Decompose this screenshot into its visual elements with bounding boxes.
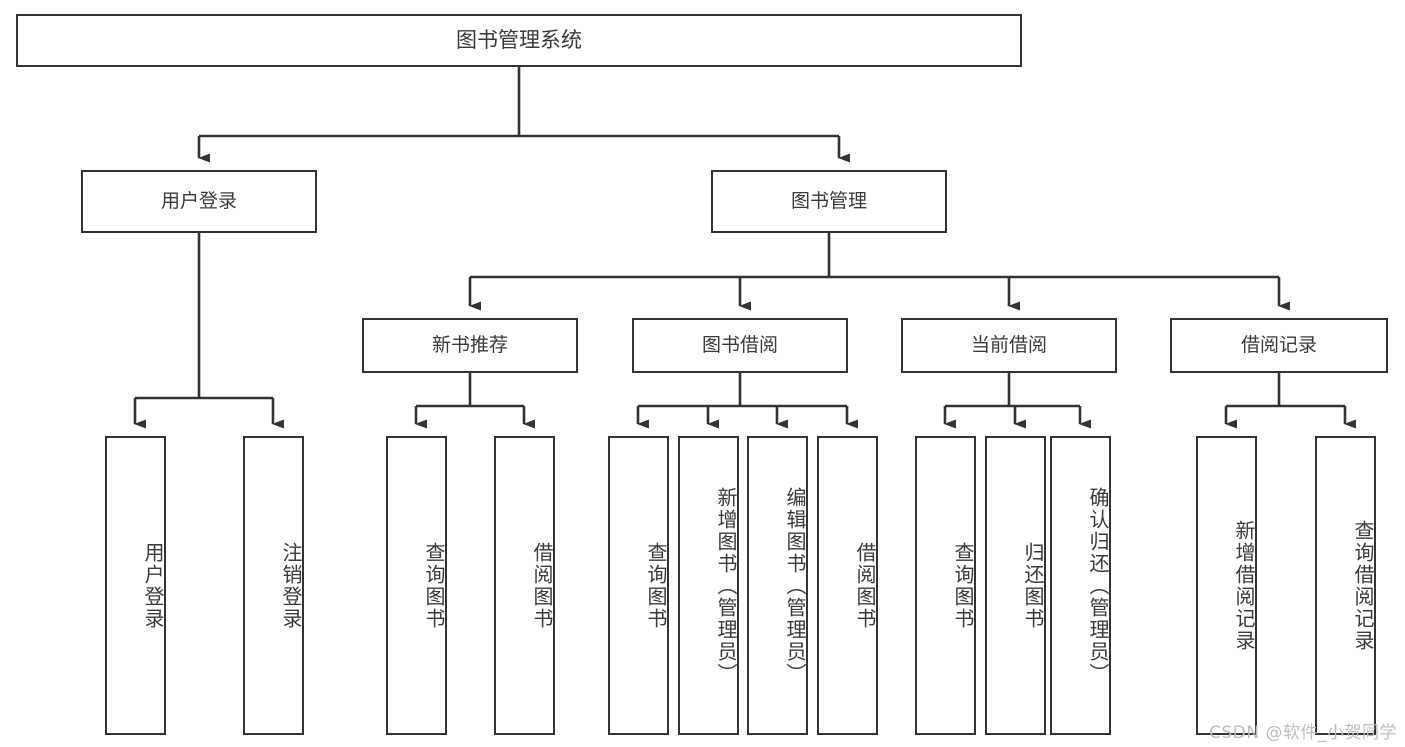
node-root-label: 图书管理系统 [456,28,582,53]
leaf-return-book-label: 归还图书 [1021,541,1045,630]
leaf-confirm-return-label: 确认归还（管理员） [1086,486,1110,685]
node-book-borrow-label: 图书借阅 [701,334,778,357]
leaf-return-book[interactable]: 归还图书 [985,436,1046,735]
node-book-management-label: 图书管理 [790,190,867,213]
node-new-book-recommend-label: 新书推荐 [431,334,508,357]
node-borrow-record[interactable]: 借阅记录 [1170,318,1388,373]
leaf-query-book-1[interactable]: 查询图书 [386,436,447,735]
leaf-borrow-book-2[interactable]: 借阅图书 [817,436,878,735]
csdn-watermark: CSDN @软件_小贺同学 [1209,723,1397,743]
leaf-query-book-1-label: 查询图书 [422,541,446,630]
leaf-query-book-2[interactable]: 查询图书 [608,436,669,735]
leaf-query-record[interactable]: 查询借阅记录 [1315,436,1376,735]
leaf-add-book[interactable]: 新增图书（管理员） [678,436,739,735]
leaf-query-book-3[interactable]: 查询图书 [915,436,976,735]
leaf-borrow-book-1[interactable]: 借阅图书 [494,436,555,735]
leaf-edit-book-label: 编辑图书（管理员） [783,486,807,685]
leaf-confirm-return[interactable]: 确认归还（管理员） [1050,436,1111,735]
leaf-query-book-3-label: 查询图书 [951,541,975,630]
leaf-add-record[interactable]: 新增借阅记录 [1196,436,1257,735]
leaf-add-book-label: 新增图书（管理员） [714,486,738,685]
node-book-management[interactable]: 图书管理 [711,170,947,233]
leaf-user-login[interactable]: 用户登录 [105,436,166,735]
node-new-book-recommend[interactable]: 新书推荐 [362,318,578,373]
leaf-user-login-label: 用户登录 [141,541,165,630]
leaf-borrow-book-1-label: 借阅图书 [530,541,554,630]
node-current-borrow[interactable]: 当前借阅 [901,318,1117,373]
node-current-borrow-label: 当前借阅 [970,334,1047,357]
leaf-add-record-label: 新增借阅记录 [1232,519,1256,652]
leaf-query-book-2-label: 查询图书 [644,541,668,630]
node-user-login[interactable]: 用户登录 [81,170,317,233]
node-book-borrow[interactable]: 图书借阅 [632,318,848,373]
leaf-logout-login[interactable]: 注销登录 [243,436,304,735]
node-borrow-record-label: 借阅记录 [1240,334,1317,357]
leaf-logout-login-label: 注销登录 [279,541,303,630]
node-user-login-label: 用户登录 [160,190,237,213]
leaf-edit-book[interactable]: 编辑图书（管理员） [747,436,808,735]
leaf-borrow-book-2-label: 借阅图书 [853,541,877,630]
leaf-query-record-label: 查询借阅记录 [1351,519,1375,652]
node-root[interactable]: 图书管理系统 [16,14,1022,67]
